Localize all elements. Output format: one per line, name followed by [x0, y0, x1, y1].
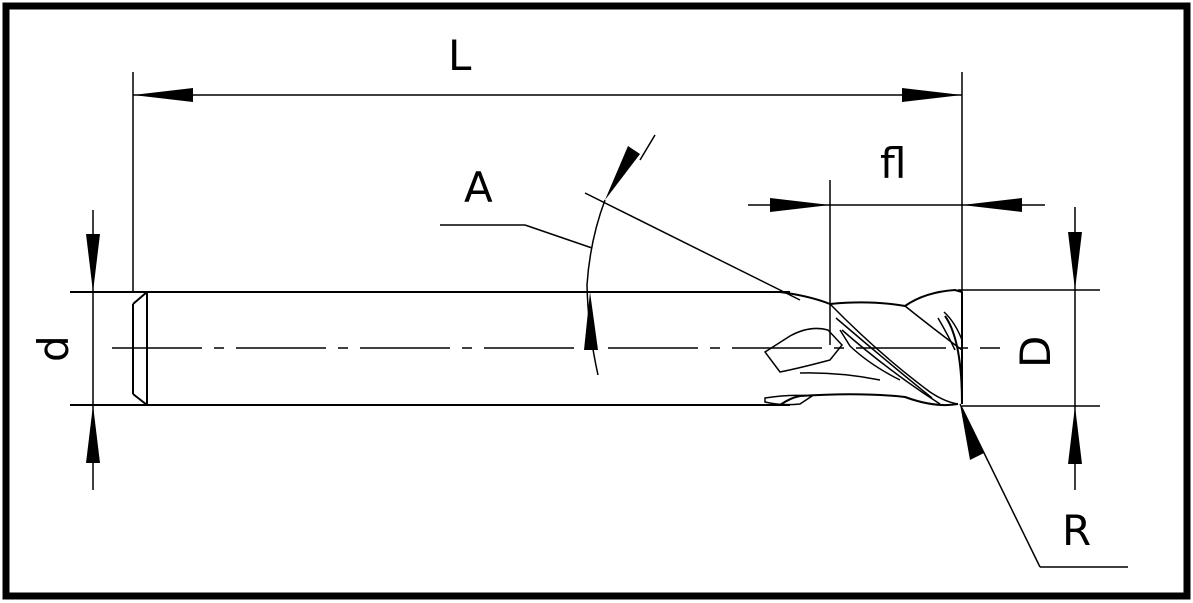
flute-length-label: fl — [880, 139, 906, 188]
angle-label: A — [464, 163, 493, 212]
corner-radius-leader — [959, 403, 1128, 568]
angle-dimension — [440, 134, 801, 376]
corner-radius-label: R — [1062, 506, 1091, 555]
cutting-diameter-label: D — [1011, 336, 1060, 368]
shank-diameter-dimension — [86, 210, 100, 490]
shank-diameter-label: d — [29, 335, 78, 362]
overall-length-dimension — [132, 72, 963, 292]
flute-length-dimension — [748, 180, 1045, 345]
overall-length-label: L — [448, 31, 472, 80]
end-mill-body — [70, 288, 963, 407]
cutting-diameter-dimension — [958, 207, 1100, 490]
